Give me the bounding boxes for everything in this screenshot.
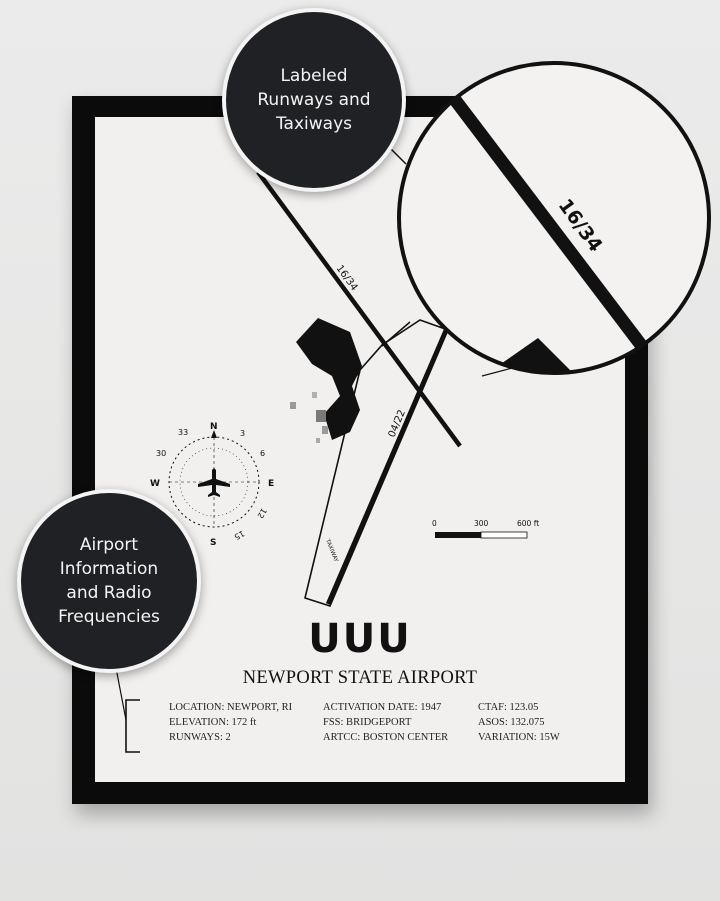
runways-callout-text: Labeled Runways and Taxiways [257,66,371,134]
info-runways: RUNWAYS: 2 [169,732,231,743]
compass-degree-12: 12 [255,507,268,520]
airport-code: UUU [308,616,412,662]
compass-degree-33: 33 [178,428,188,437]
building [316,438,320,443]
airport-name: NEWPORT STATE AIRPORT [242,668,478,688]
info-callout-bubble: Airport Information and Radio Frequencie… [17,489,201,673]
runway-04-22 [325,329,449,605]
info-column-3: CTAF: 123.05 ASOS: 132.075 VARIATION: 15… [478,700,560,745]
runway-16-34 [256,170,462,448]
info-callout-text: Airport Information and Radio Frequencie… [58,535,160,627]
magnifier: 16/34 [397,61,711,375]
scale-bar: 0 300 600 ft [432,519,539,539]
info-fss: FSS: BRIDGEPORT [323,717,412,728]
scale-label-0: 0 [432,519,437,528]
compass-east: E [268,479,274,489]
callout-bracket [125,699,140,753]
airplane-icon [198,468,230,497]
info-location: LOCATION: NEWPORT, RI [169,702,293,713]
building [316,410,326,422]
compass-degree-30: 30 [156,449,166,458]
compass-north: N [210,422,218,432]
magnifier-pointer [481,365,521,377]
scale-label-300: 300 [474,519,489,528]
info-variation: VARIATION: 15W [478,732,560,743]
building [290,402,296,409]
building [312,392,317,398]
callout-pointer [115,667,127,721]
compass-degree-6: 6 [260,449,265,458]
info-ctaf: CTAF: 123.05 [478,702,539,713]
info-column-2: ACTIVATION DATE: 1947 FSS: BRIDGEPORT AR… [323,700,448,745]
info-column-1: LOCATION: NEWPORT, RI ELEVATION: 172 ft … [169,700,292,745]
info-asos: ASOS: 132.075 [478,717,545,728]
compass-south: S [210,538,216,548]
info-activation-date: ACTIVATION DATE: 1947 [323,702,442,713]
compass-rose [168,430,260,528]
compass-degree-15: 15 [233,529,246,542]
building [322,426,328,434]
callout-pointer [389,147,407,165]
scale-label-600: 600 ft [517,519,539,528]
apron [296,318,362,440]
compass-west: W [150,479,160,489]
compass-degree-3: 3 [240,429,245,438]
runways-callout-bubble: Labeled Runways and Taxiways [222,8,406,192]
info-artcc: ARTCC: BOSTON CENTER [323,732,449,743]
info-elevation: ELEVATION: 172 ft [169,717,257,728]
